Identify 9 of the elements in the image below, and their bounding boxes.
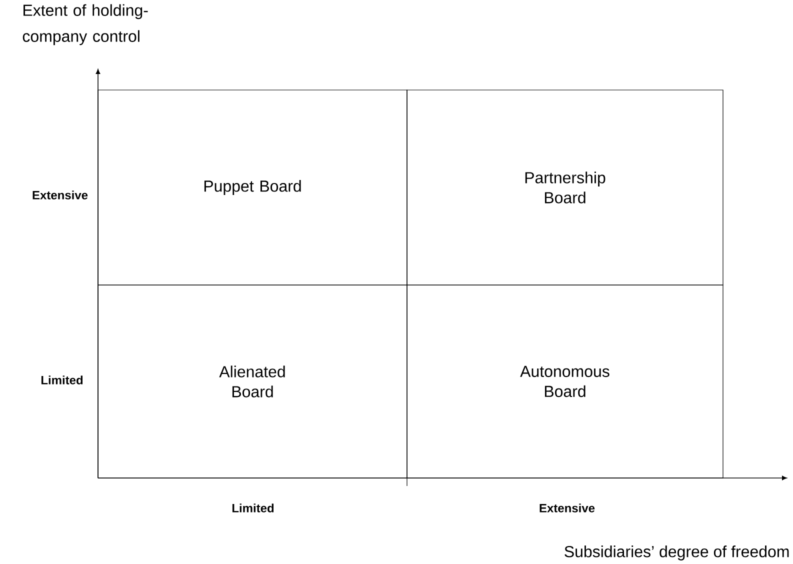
quadrant-box: Partnership Board <box>406 90 724 286</box>
tick-label: Limited <box>232 504 274 512</box>
quadrant-box: Alienated Board <box>98 284 408 478</box>
quadrant-box: Autonomous Board <box>406 284 724 478</box>
axis-title: Extent of holding-company control <box>22 4 148 46</box>
tick-label: Limited <box>41 376 83 384</box>
axis-title: Subsidiaries’ degree of freedom <box>564 546 789 560</box>
quadrant-box: Puppet Board <box>98 90 408 286</box>
tick-label: Extensive <box>540 504 595 512</box>
